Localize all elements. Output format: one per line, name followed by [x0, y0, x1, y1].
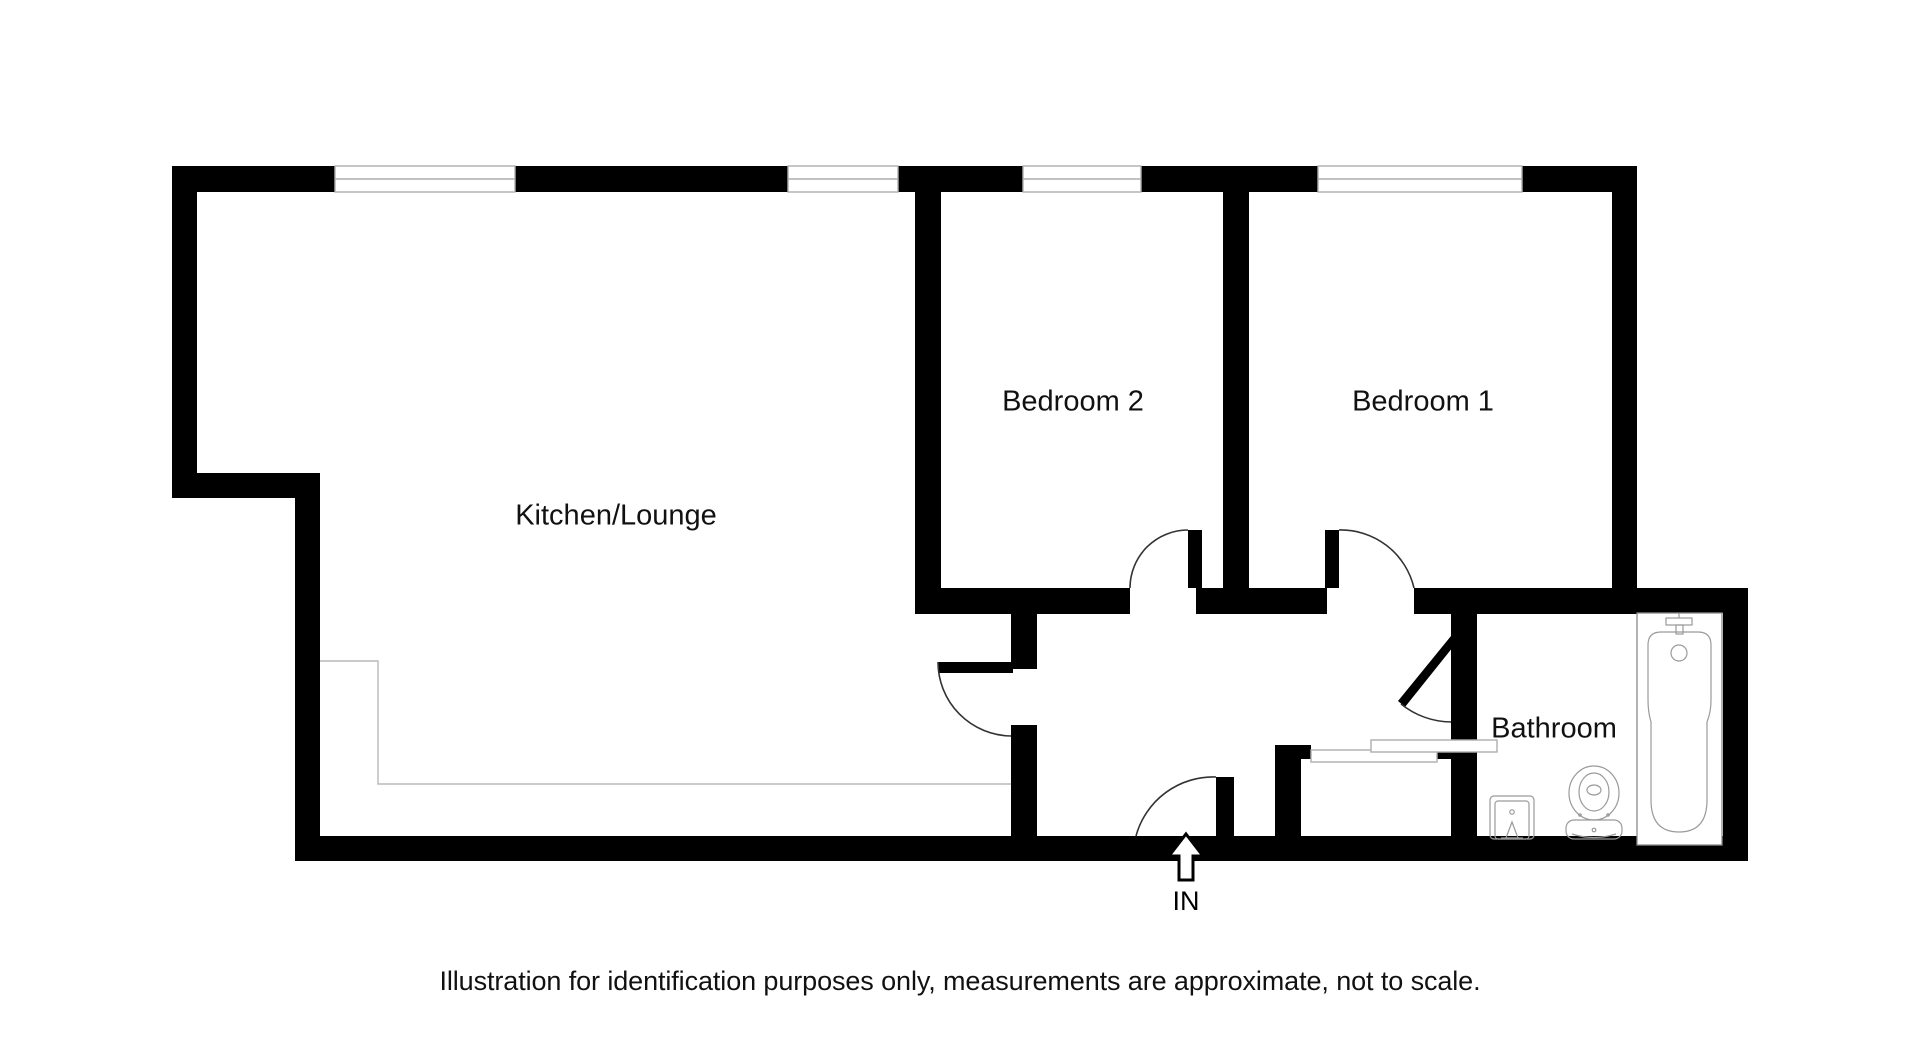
wall-bedroom2-bottom-right [1196, 588, 1249, 614]
windows-group [334, 165, 1523, 193]
door-entrance-arc [1135, 776, 1217, 837]
bathroom-fixtures [1489, 612, 1723, 846]
wall-kitchen-bedroom2 [915, 166, 941, 614]
window-bedroom-1 [1317, 165, 1523, 193]
cupboard-panel-back[interactable] [1370, 739, 1498, 753]
disclaimer-text: Illustration for identification purposes… [439, 966, 1481, 996]
wall-hall-kitchen-upper-stub [1011, 614, 1037, 669]
window-bedroom-2 [1022, 165, 1142, 193]
entrance-marker: IN [1165, 831, 1207, 916]
door-cupboard[interactable] [1310, 739, 1498, 763]
door-kitchen-lounge[interactable] [937, 661, 1013, 737]
wall-bedroom2-bedroom1 [1223, 166, 1249, 614]
door-entrance[interactable] [1135, 776, 1228, 837]
bathtub [1636, 612, 1723, 846]
door-bedroom-2-arc [1129, 529, 1189, 589]
wall-cupboard-bathroom [1451, 614, 1477, 836]
floor-step-outline [320, 660, 1011, 785]
wall-bedroom1-bottom-right [1414, 588, 1637, 614]
door-bedroom-1-arc [1338, 529, 1415, 589]
kitchen-lounge-floor-step [320, 660, 1011, 785]
room-label-bedroom-1: Bedroom 1 [1352, 386, 1494, 418]
wall-bathroom-door-jamb [1451, 614, 1477, 636]
wall-hall-kitchen-lower [1011, 725, 1037, 836]
wall-cupboard-left [1275, 745, 1301, 836]
entrance-label: IN [1173, 886, 1200, 916]
wash-basin [1489, 795, 1535, 840]
door-bedroom-2-leaf[interactable] [1188, 530, 1202, 588]
door-bedroom-2[interactable] [1129, 529, 1202, 589]
door-bathroom-leaf[interactable] [1398, 636, 1457, 707]
door-bedroom-1-leaf[interactable] [1325, 530, 1339, 588]
entrance-arrow-icon [1165, 831, 1207, 882]
room-label-bedroom-2: Bedroom 2 [1002, 386, 1144, 418]
interior-walls [915, 166, 1637, 836]
door-bathroom-arc [1400, 703, 1452, 723]
door-entrance-leaf[interactable] [1216, 777, 1228, 836]
window-kitchen-1 [334, 165, 516, 193]
door-kitchen-lounge-leaf[interactable] [938, 662, 1013, 673]
door-bathroom[interactable] [1398, 636, 1457, 723]
wall-cupboard-top-left [1275, 745, 1311, 759]
door-kitchen-lounge-arc [937, 661, 1012, 737]
room-label-kitchen-lounge: Kitchen/Lounge [515, 500, 717, 532]
room-labels: Kitchen/Lounge Bedroom 2 Bedroom 1 Bathr… [515, 386, 1617, 745]
exterior-walls [172, 166, 1748, 861]
room-label-bathroom: Bathroom [1491, 713, 1617, 745]
door-bedroom-1[interactable] [1325, 529, 1415, 589]
wall-bedroom1-bottom-left [1249, 588, 1327, 614]
building-outline-wall [172, 166, 1748, 861]
bath-tap-icon [1665, 613, 1693, 635]
doors-group [937, 529, 1457, 837]
wall-bedroom2-bottom-left [915, 588, 1130, 614]
window-kitchen-2 [787, 165, 899, 193]
toilet [1565, 765, 1623, 840]
